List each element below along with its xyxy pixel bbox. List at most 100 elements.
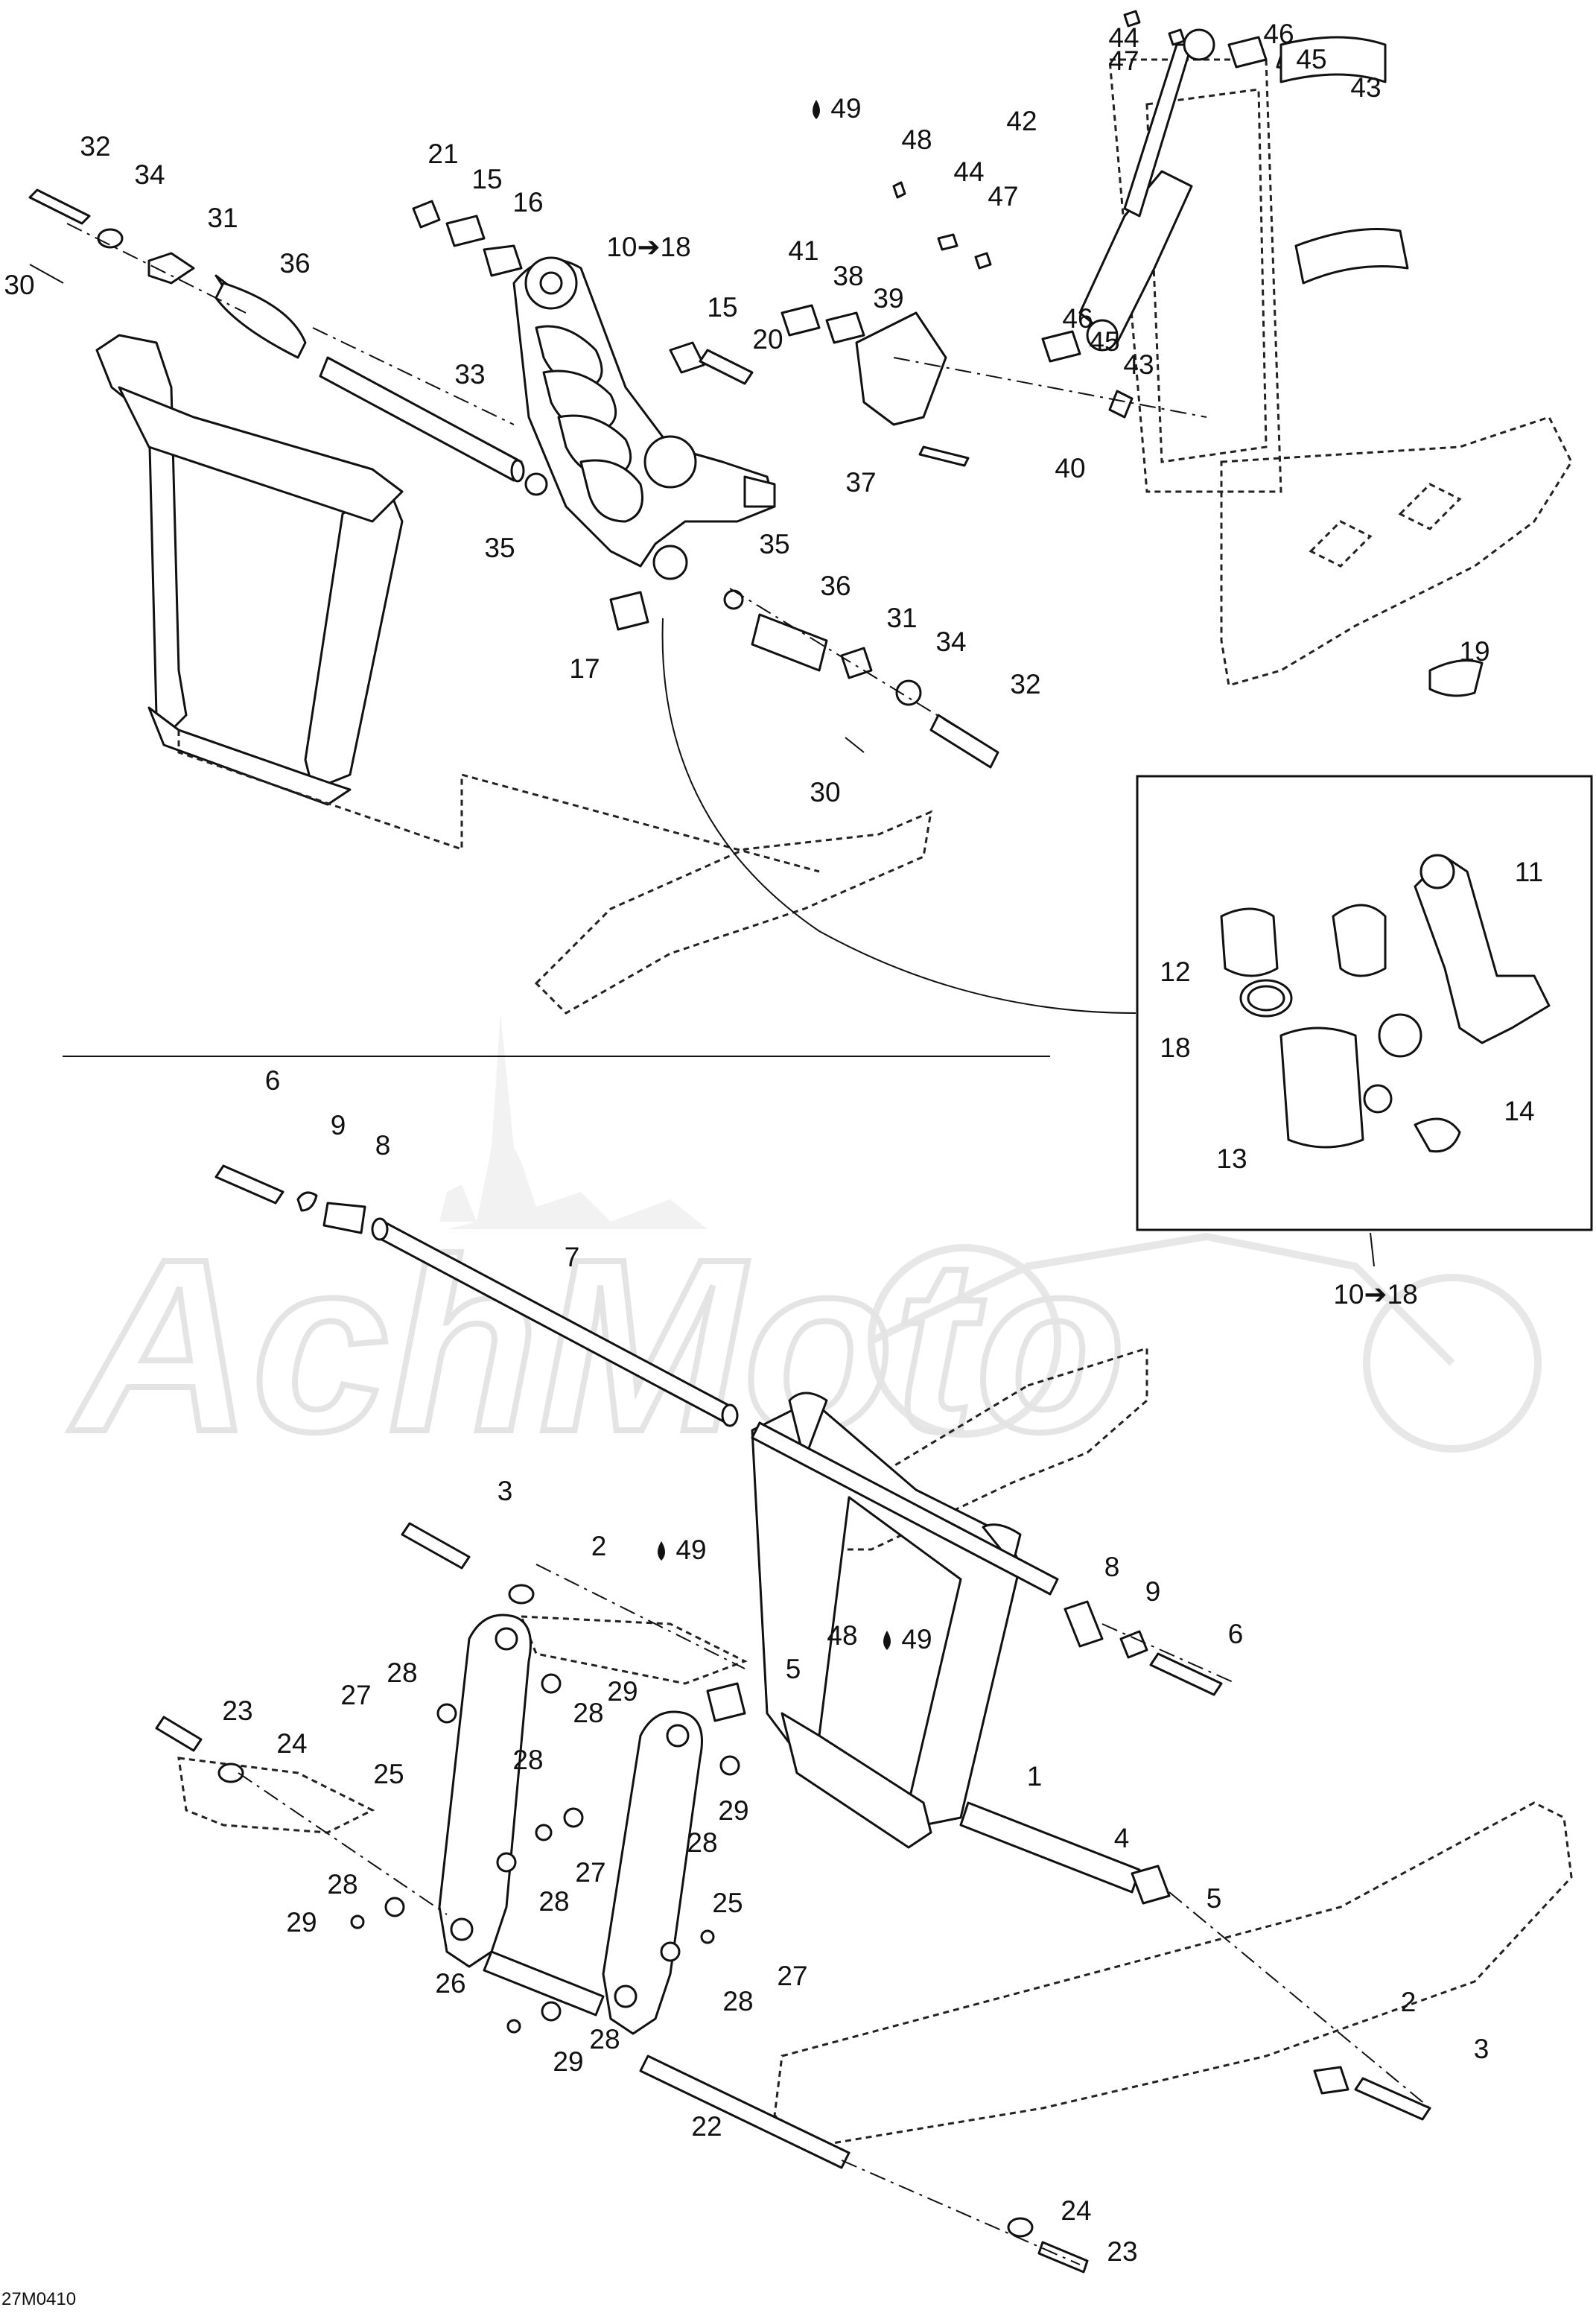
callout-35: 35 xyxy=(484,533,515,563)
callout-47: 47 xyxy=(988,181,1018,212)
callout-5: 5 xyxy=(1206,1883,1222,1914)
callout-29: 29 xyxy=(607,1676,638,1707)
callout-49: 49 xyxy=(675,1535,706,1565)
shock-absorber xyxy=(512,256,776,580)
callout-6: 6 xyxy=(1228,1619,1244,1649)
callout-38: 38 xyxy=(833,261,863,291)
callout-23: 23 xyxy=(222,1695,252,1726)
callout-3: 3 xyxy=(1474,2034,1490,2064)
callout-48: 48 xyxy=(827,1620,857,1651)
callout-28: 28 xyxy=(538,1886,569,1917)
callout-24: 24 xyxy=(1061,2195,1091,2226)
callout-30: 30 xyxy=(810,777,840,808)
callout-15: 15 xyxy=(707,292,737,323)
callout-25: 25 xyxy=(712,1888,743,1918)
callout-2: 2 xyxy=(591,1531,607,1561)
callout-31: 31 xyxy=(207,203,238,233)
callout-21: 21 xyxy=(427,139,458,169)
callout-20: 20 xyxy=(752,324,783,355)
callout-6: 6 xyxy=(265,1065,281,1096)
callout-4: 4 xyxy=(1114,1823,1130,1853)
callout-25: 25 xyxy=(373,1759,404,1789)
grease-drop-icon xyxy=(883,1631,891,1650)
callout-34: 34 xyxy=(134,159,165,190)
callout-46: 46 xyxy=(1263,19,1294,49)
callout-43: 43 xyxy=(1123,349,1154,380)
callout-45: 45 xyxy=(1089,326,1119,357)
callout-41: 41 xyxy=(788,235,818,266)
callout-45: 45 xyxy=(1296,44,1326,74)
callout-10-18: 10➔18 xyxy=(606,232,690,262)
bolt-6-upper xyxy=(214,1164,366,1234)
callout-32: 32 xyxy=(80,131,110,162)
rear-link-25-right xyxy=(602,1710,703,2035)
callout-11: 11 xyxy=(1515,857,1543,887)
callout-3: 3 xyxy=(497,1476,513,1506)
callout-labels: 4447464543494842323431363021151610➔18444… xyxy=(4,19,1543,2267)
callout-13: 13 xyxy=(1216,1143,1247,1174)
upper-frame-ghost xyxy=(534,58,1573,1015)
callout-44: 44 xyxy=(953,156,984,187)
callout-29: 29 xyxy=(718,1795,748,1826)
callout-32: 32 xyxy=(1010,669,1040,699)
callout-14: 14 xyxy=(1504,1096,1534,1126)
callout-42: 42 xyxy=(1006,106,1037,136)
diagram-code: 27M0410 xyxy=(1,2289,76,2309)
grease-drop-icon xyxy=(658,1541,665,1561)
callout-26: 26 xyxy=(435,1968,465,1999)
callout-27: 27 xyxy=(340,1680,371,1710)
callout-23: 23 xyxy=(1107,2236,1137,2267)
callout-46: 46 xyxy=(1062,303,1093,334)
callout-9: 9 xyxy=(331,1110,346,1140)
callout-22: 22 xyxy=(691,2111,722,2142)
callout-28: 28 xyxy=(722,1986,753,2017)
inset-box xyxy=(1136,775,1593,1231)
callout-34: 34 xyxy=(935,626,966,657)
shaft-33 xyxy=(319,356,525,483)
callout-39: 39 xyxy=(873,283,903,314)
callout-24: 24 xyxy=(276,1728,307,1759)
callout-18: 18 xyxy=(1160,1032,1190,1063)
callout-31: 31 xyxy=(886,603,917,633)
link-fasteners xyxy=(350,1673,740,2034)
callout-48: 48 xyxy=(901,124,932,155)
lower-hardware xyxy=(155,1522,1431,2274)
callout-35: 35 xyxy=(759,529,789,559)
callout-8: 8 xyxy=(1104,1552,1120,1582)
callout-40: 40 xyxy=(1055,453,1085,483)
callout-33: 33 xyxy=(454,359,485,390)
rear-link-25-left xyxy=(438,1614,532,1968)
callout-28: 28 xyxy=(589,2024,620,2055)
callout-27: 27 xyxy=(575,1857,605,1888)
callout-10-18: 10➔18 xyxy=(1333,1279,1417,1310)
callout-47: 47 xyxy=(1108,45,1139,76)
callout-1: 1 xyxy=(1027,1761,1043,1792)
callout-28: 28 xyxy=(573,1698,603,1728)
callout-16: 16 xyxy=(512,187,543,218)
callout-30: 30 xyxy=(4,270,34,300)
shaft-7 xyxy=(371,1217,739,1427)
callout-36: 36 xyxy=(820,571,851,601)
callout-2: 2 xyxy=(1401,1987,1417,2017)
callout-27: 27 xyxy=(777,1961,807,1991)
alignment-lines xyxy=(66,223,1431,2265)
callout-29: 29 xyxy=(553,2046,583,2077)
callout-15: 15 xyxy=(471,164,502,194)
damper-42 xyxy=(780,10,1484,697)
callout-7: 7 xyxy=(565,1242,580,1272)
callout-12: 12 xyxy=(1160,956,1190,987)
callout-9: 9 xyxy=(1145,1576,1161,1607)
inset-arrow xyxy=(661,618,1136,1014)
callout-49: 49 xyxy=(901,1624,932,1654)
callout-49: 49 xyxy=(830,93,861,124)
callout-8: 8 xyxy=(375,1130,391,1161)
callout-28: 28 xyxy=(687,1827,717,1858)
callout-36: 36 xyxy=(279,248,310,279)
callout-44: 44 xyxy=(1108,22,1139,53)
link-shaft-26 xyxy=(483,1950,605,2017)
callout-28: 28 xyxy=(387,1657,417,1688)
callout-28: 28 xyxy=(512,1745,543,1775)
grease-drop-icon xyxy=(813,100,820,119)
callout-37: 37 xyxy=(845,467,876,498)
